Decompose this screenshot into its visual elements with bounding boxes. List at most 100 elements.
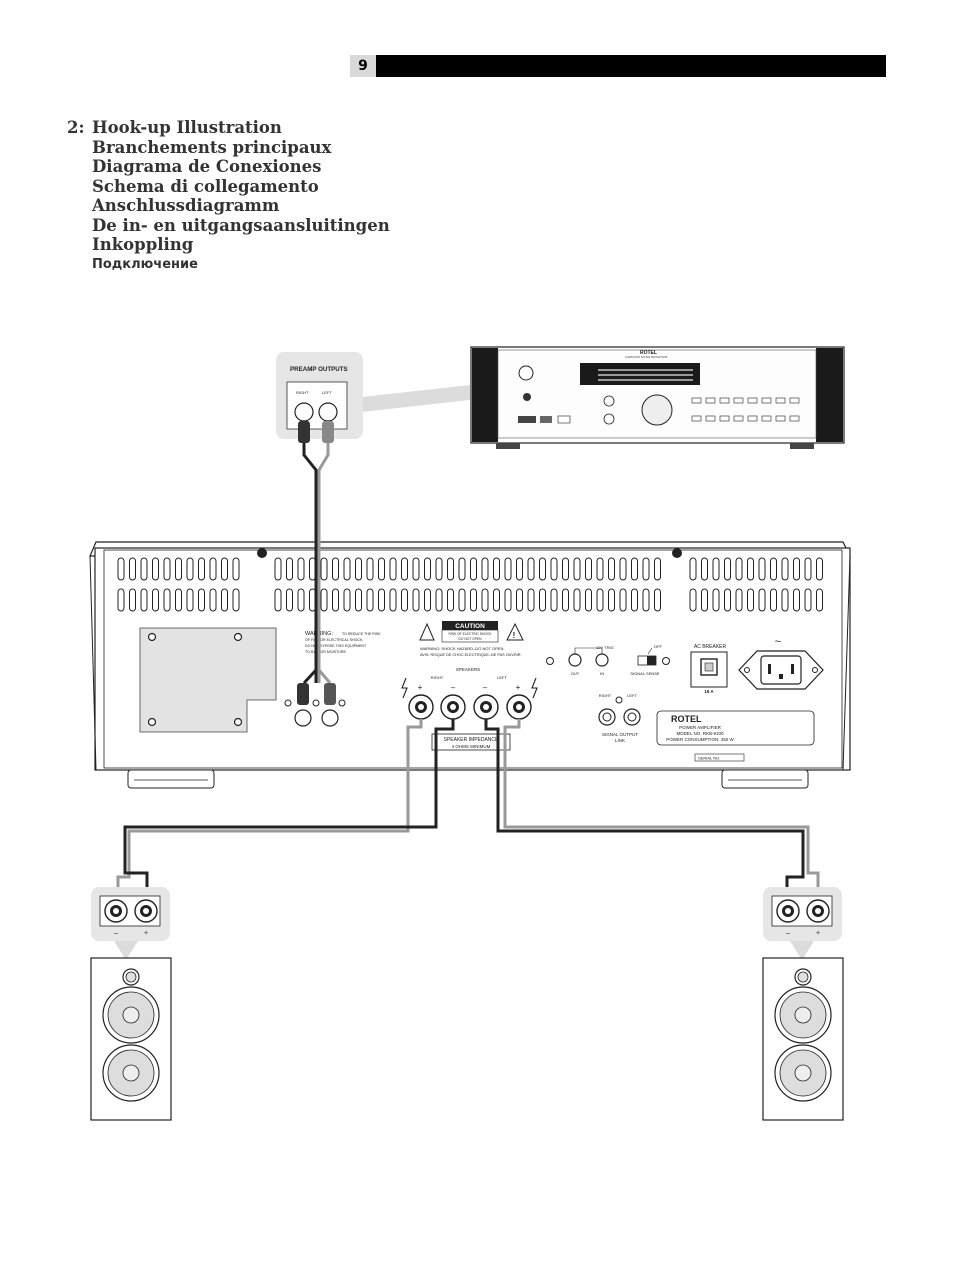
rca-plug-left: [322, 421, 334, 443]
vent-slot: [562, 588, 569, 612]
vent-slot: [712, 557, 720, 581]
ventilation-slots: [117, 557, 823, 612]
vent-slot: [129, 588, 136, 612]
vent-slot: [493, 588, 500, 612]
lightning-icon-right: [401, 677, 408, 699]
lightning-icon-left: [531, 677, 538, 699]
section-heading: 2: Hook-up Illustration Branchements pri…: [67, 118, 390, 274]
vent-slot: [758, 588, 766, 612]
processor-button-grid: [691, 397, 800, 422]
vent-slot: [274, 588, 282, 612]
vent-slot: [550, 557, 558, 581]
vent-slot: [209, 588, 217, 612]
ac-symbol: ~: [775, 636, 781, 648]
preamp-outputs-title: PREAMP OUTPUTS: [290, 366, 348, 373]
vent-slot: [573, 557, 581, 581]
vent-slot: [735, 557, 743, 581]
surround-processor: ROTEL SURROUND SOUND PROCESSOR: [470, 346, 845, 449]
vent-slot: [332, 588, 339, 612]
signal-output-link-label: LINK: [615, 738, 625, 743]
right-plus-sign: +: [418, 683, 423, 692]
left-plus-sign: +: [516, 683, 521, 692]
trigger-in-label: IN: [600, 671, 604, 676]
amp-screws: [257, 548, 682, 558]
vent-slot: [470, 557, 477, 581]
vent-slot: [793, 557, 800, 581]
vent-slot: [401, 557, 408, 581]
vent-slot: [163, 588, 171, 612]
trigger-out-label: OUT: [571, 671, 580, 676]
vent-slot: [378, 588, 385, 612]
vent-slot: [152, 557, 159, 581]
speakers-label: SPEAKERS: [456, 667, 480, 672]
trigger-label: 12V TRIG: [596, 645, 614, 650]
right-speaker-plus-label: +: [816, 930, 820, 937]
vent-slot: [140, 588, 148, 612]
vent-slot: [355, 588, 362, 612]
vent-slot: [297, 557, 305, 581]
vent-slot: [747, 557, 754, 581]
vent-slot: [550, 588, 558, 612]
vent-slot: [619, 588, 627, 612]
vent-slot: [232, 588, 240, 612]
vent-slot: [689, 557, 697, 581]
signal-sense-off-label: OFF: [654, 644, 663, 649]
page-header-bar: [350, 55, 886, 77]
vent-slot: [286, 588, 293, 612]
vent-slot: [504, 557, 512, 581]
vent-slot: [608, 588, 615, 612]
processor-power-button: [518, 365, 534, 381]
signal-output-left-label: LEFT: [627, 693, 637, 698]
vent-slot: [781, 557, 789, 581]
caution-warning-fr: AVIS: RISQUE DE CHOC ELECTRIQUE–NE PAS O…: [420, 653, 522, 657]
vent-slot: [539, 588, 546, 612]
vent-slot: [412, 588, 420, 612]
amp-input-right-jack: [294, 709, 312, 727]
vent-slot: [689, 588, 697, 612]
heading-line-nl: De in- en uitgangsaansluitingen: [92, 215, 390, 235]
rca-plug-amp-left: [324, 683, 336, 705]
vent-slot: [724, 588, 731, 612]
warning-line-2: OF FIRE OR ELECTRICAL SHOCK,: [305, 638, 363, 642]
vent-slot: [804, 588, 812, 612]
vent-slot: [654, 588, 661, 612]
vent-slot: [152, 588, 159, 612]
vent-slot: [596, 557, 604, 581]
vent-slot: [447, 588, 454, 612]
right-speaker-minus-label: –: [786, 930, 790, 937]
svg-text:!: !: [513, 631, 516, 640]
vent-slot: [631, 557, 638, 581]
vent-slot: [198, 588, 205, 612]
processor-left-handle: [472, 348, 498, 442]
vent-slot: [378, 557, 385, 581]
vent-slot: [186, 557, 194, 581]
warning-line-3: DO NOT EXPOSE THIS EQUIPMENT: [305, 644, 367, 648]
amp-input-left-jack: [321, 709, 339, 727]
vent-slot: [163, 557, 171, 581]
vent-slot: [447, 557, 454, 581]
vent-slot: [701, 557, 708, 581]
vent-slot: [221, 557, 228, 581]
nameplate-line-3: POWER CONSUMPTION: 450 W: [666, 737, 734, 742]
vent-slot: [596, 588, 604, 612]
caution-title: CAUTION: [455, 623, 485, 630]
processor-right-handle: [816, 348, 843, 442]
left-speaker-plus-label: +: [144, 930, 148, 937]
preamp-left-label: LEFT: [322, 390, 332, 395]
vent-slot: [493, 557, 500, 581]
section-number: 2:: [67, 118, 85, 137]
amp-nameplate: [656, 710, 815, 746]
preamp-right-label: RIGHT: [296, 390, 309, 395]
vent-slot: [129, 557, 136, 581]
trigger-in-jack: [595, 653, 609, 667]
vent-slot: [389, 557, 397, 581]
nameplate-line-1: POWER AMPLIFIER: [679, 725, 722, 730]
vent-slot: [481, 557, 489, 581]
vent-slot: [458, 557, 466, 581]
vent-slot: [516, 588, 523, 612]
vent-slot: [198, 557, 205, 581]
attention-warning-icon: [506, 622, 524, 641]
trigger-out-jack: [568, 653, 582, 667]
vent-slot: [758, 557, 766, 581]
